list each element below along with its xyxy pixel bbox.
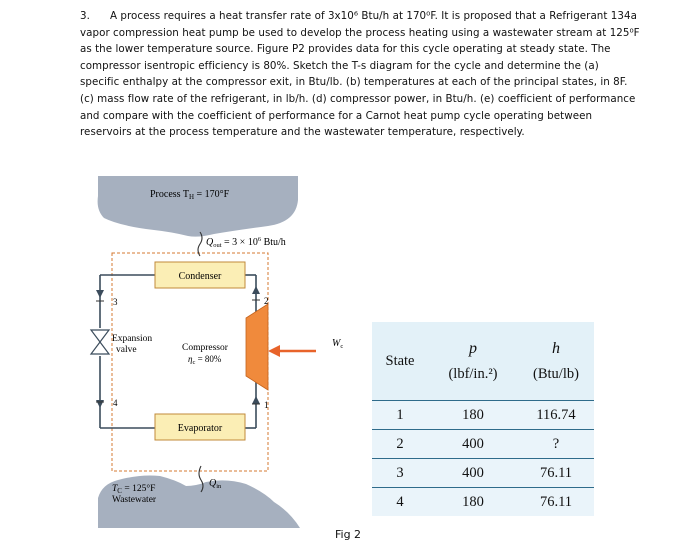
flow-arrow-4 <box>96 400 104 408</box>
table-row: 1 180 116.74 <box>372 400 594 430</box>
condenser-box <box>154 261 246 289</box>
table-row: 4 180 76.11 <box>372 487 594 516</box>
expansion-valve-icon <box>89 329 111 355</box>
cell-state: 1 <box>372 400 428 430</box>
compressor-label: Compressor <box>182 343 229 353</box>
expansion-valve-label-1: Expansion <box>112 334 152 344</box>
header-p-unit: (lbf/in.²) <box>448 365 498 382</box>
state-1-label: 1 <box>264 400 269 410</box>
compressor-efficiency: ηc = 80% <box>188 354 222 366</box>
evaporator-box <box>154 413 246 441</box>
cell-pressure: 180 <box>428 487 518 516</box>
problem-statement: 3.A process requires a heat transfer rat… <box>80 8 640 141</box>
flow-arrow-2 <box>252 286 260 294</box>
cell-state: 3 <box>372 458 428 488</box>
evaporator-label: Evaporator <box>178 423 223 434</box>
cell-enthalpy: 116.74 <box>518 400 594 430</box>
header-h-unit: (Btu/lb) <box>533 365 579 382</box>
cell-pressure: 400 <box>428 429 518 459</box>
header-enthalpy: h (Btu/lb) <box>518 322 594 401</box>
q-out-label: Qout = 3 × 106 Btu/h <box>206 236 286 249</box>
table-row: 2 400 ? <box>372 429 594 459</box>
cell-enthalpy: ? <box>518 429 594 459</box>
cold-reservoir-temp: TC = 125°F <box>112 483 155 495</box>
work-arrow-head <box>268 345 280 357</box>
problem-number: 3. <box>80 10 90 22</box>
expansion-valve-label-2: valve <box>116 345 137 355</box>
cell-pressure: 400 <box>428 458 518 488</box>
header-p-symbol: p <box>469 339 477 357</box>
cold-reservoir-name: Wastewater <box>112 495 157 505</box>
work-label: Wc <box>332 338 343 350</box>
cold-reservoir-shape <box>98 475 300 528</box>
header-pressure: p (lbf/in.²) <box>428 322 518 401</box>
table-row: 3 400 76.11 <box>372 458 594 488</box>
hot-reservoir-label: Process TH = 170°F <box>150 189 230 201</box>
state-4-label: 4 <box>113 398 118 408</box>
cell-pressure: 180 <box>428 400 518 430</box>
condenser-label: Condenser <box>179 271 222 282</box>
flow-arrow-1 <box>252 396 260 404</box>
hot-reservoir-shape <box>97 176 298 237</box>
header-h-symbol: h <box>552 339 560 357</box>
q-out-arrow <box>197 231 203 257</box>
compressor-shape <box>245 303 269 391</box>
header-state: State <box>372 322 428 401</box>
q-in-label: Qin <box>209 478 222 490</box>
state-3-label: 3 <box>113 297 118 307</box>
flow-arrow-3 <box>96 290 104 298</box>
problem-text: A process requires a heat transfer rate … <box>80 10 640 139</box>
cell-enthalpy: 76.11 <box>518 487 594 516</box>
cell-state: 2 <box>372 429 428 459</box>
figure-caption: Fig 2 <box>335 528 362 541</box>
cell-enthalpy: 76.11 <box>518 458 594 488</box>
cell-state: 4 <box>372 487 428 516</box>
q-in-arrow <box>198 465 204 493</box>
state-table: State p (lbf/in.²) h (Btu/lb) 1 180 116.… <box>372 322 594 516</box>
state-2-label: 2 <box>264 296 269 306</box>
state-ticks <box>96 299 260 405</box>
